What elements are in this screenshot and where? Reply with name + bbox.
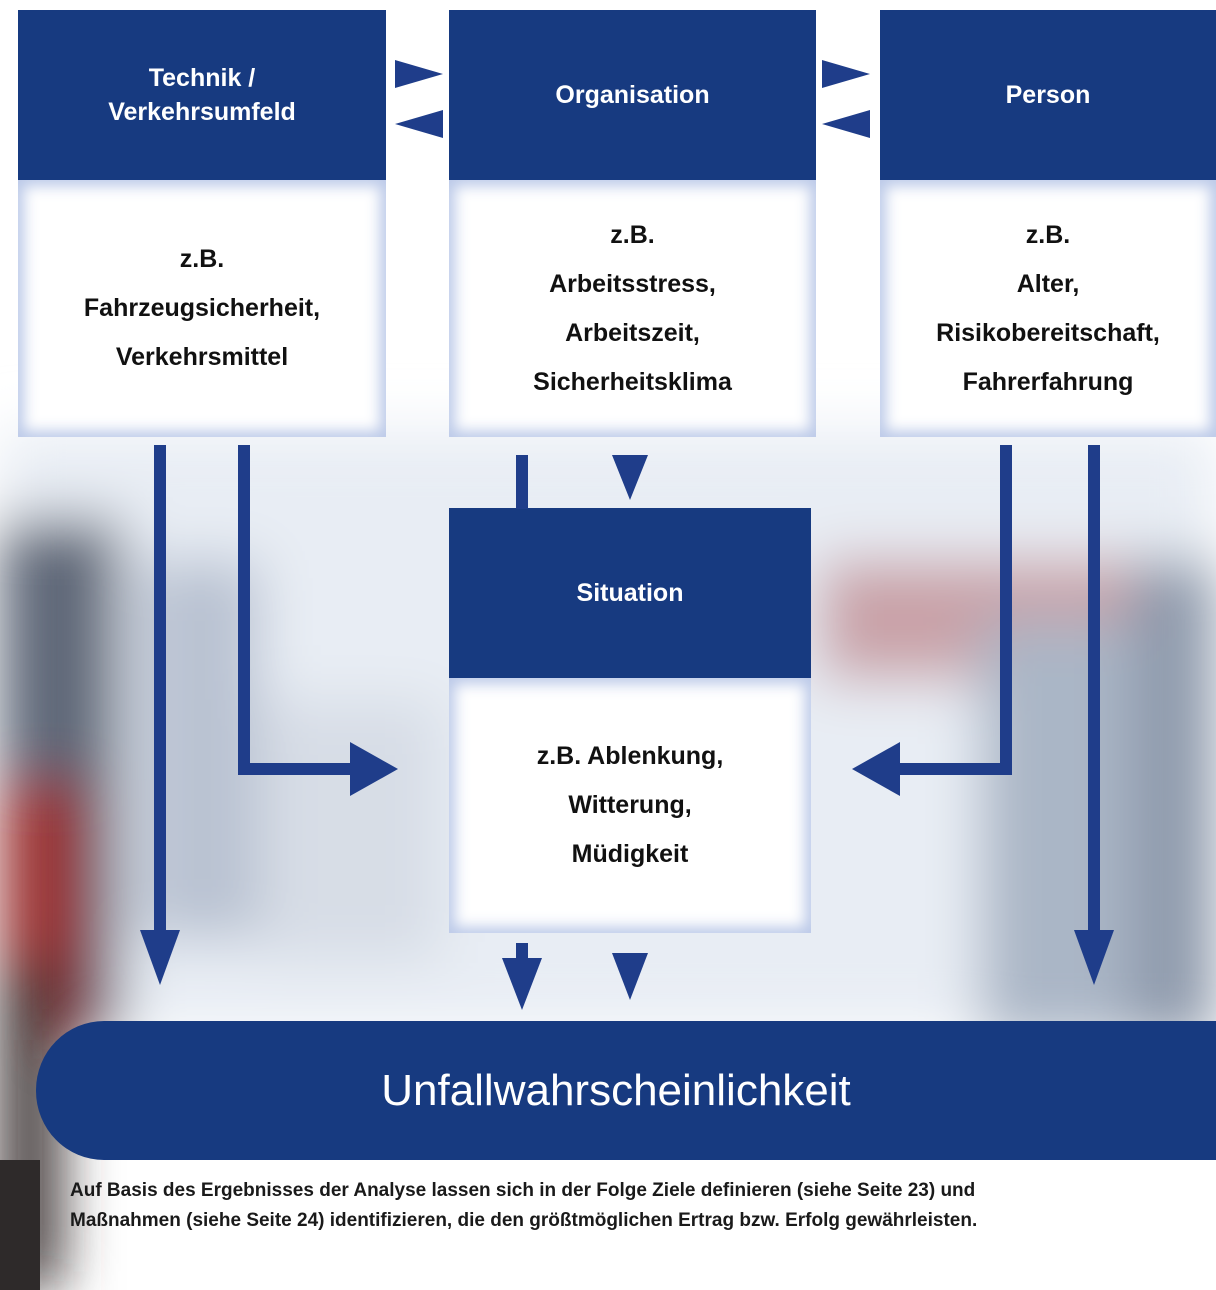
box-situation-body-line: Witterung,	[568, 791, 692, 819]
arrow-right-icon	[350, 742, 398, 796]
box-person-body-line: Fahrerfahrung	[962, 367, 1134, 396]
arrow-down-icon	[1074, 930, 1114, 985]
box-technik-body-line: Fahrzeugsicherheit,	[83, 294, 321, 322]
arrow-down-icon	[612, 455, 648, 500]
box-situation-body-line: z.B. Ablenkung,	[536, 742, 724, 770]
box-technik-body: z.B. Fahrzeugsicherheit, Verkehrsmittel	[18, 180, 386, 437]
box-technik-body-line: z.B.	[179, 245, 225, 273]
box-situation-title: Situation	[449, 508, 811, 678]
connector-line	[238, 763, 368, 775]
box-situation-body-line: Müdigkeit	[571, 840, 689, 868]
box-organisation: Organisation z.B. Arbeitsstress, Arbeits…	[449, 10, 816, 437]
footer-line: Auf Basis des Ergebnisses der Analyse la…	[70, 1180, 976, 1201]
connector-line	[238, 445, 250, 775]
box-organisation-title: Organisation	[449, 10, 816, 180]
box-technik: Technik / Verkehrsumfeld z.B. Fahrzeugsi…	[18, 10, 386, 437]
result-pill: Unfallwahrscheinlichkeit	[36, 1021, 1216, 1160]
result-label: Unfallwahrscheinlichkeit	[381, 1065, 851, 1115]
box-technik-title-line1: Technik /	[148, 64, 256, 92]
box-technik-body-line: Verkehrsmittel	[115, 343, 289, 371]
box-organisation-body: z.B. Arbeitsstress, Arbeitszeit, Sicherh…	[449, 180, 816, 437]
box-situation-body: z.B. Ablenkung, Witterung, Müdigkeit	[449, 678, 811, 933]
box-person-body-line: Risikobereitschaft,	[936, 318, 1160, 347]
arrow-down-icon	[140, 930, 180, 985]
arrow-down-icon	[612, 953, 648, 1000]
box-technik-title-line2: Verkehrsumfeld	[108, 98, 296, 126]
connector-line	[516, 455, 528, 509]
connector-line	[880, 763, 1012, 775]
box-person-body: z.B. Alter, Risikobereitschaft, Fahrerfa…	[880, 180, 1216, 437]
box-person-title: Person	[880, 10, 1216, 180]
box-organisation-body-line: Sicherheitsklima	[533, 367, 732, 396]
box-organisation-body-line: Arbeitsstress,	[549, 269, 716, 298]
arrow-right-icon	[822, 60, 870, 88]
box-organisation-body-line: z.B.	[610, 220, 655, 249]
box-organisation-body-line: Arbeitszeit,	[565, 318, 700, 347]
arrow-right-icon	[395, 60, 443, 88]
connector-line	[1088, 445, 1100, 950]
arrow-down-icon	[502, 958, 542, 1010]
footer-text: Auf Basis des Ergebnisses der Analyse la…	[70, 1176, 1190, 1236]
arrow-left-icon	[395, 110, 443, 138]
arrow-left-icon	[822, 110, 870, 138]
box-technik-title: Technik / Verkehrsumfeld	[18, 10, 386, 180]
connector-line	[1000, 445, 1012, 775]
arrow-left-icon	[852, 742, 900, 796]
footer-line: Maßnahmen (siehe Seite 24) identifiziere…	[70, 1210, 978, 1231]
box-situation: Situation z.B. Ablenkung, Witterung, Müd…	[449, 508, 811, 933]
box-person-body-line: Alter,	[1016, 269, 1080, 298]
box-person: Person z.B. Alter, Risikobereitschaft, F…	[880, 10, 1216, 437]
connector-line	[154, 445, 166, 950]
box-person-body-line: z.B.	[1025, 220, 1071, 249]
